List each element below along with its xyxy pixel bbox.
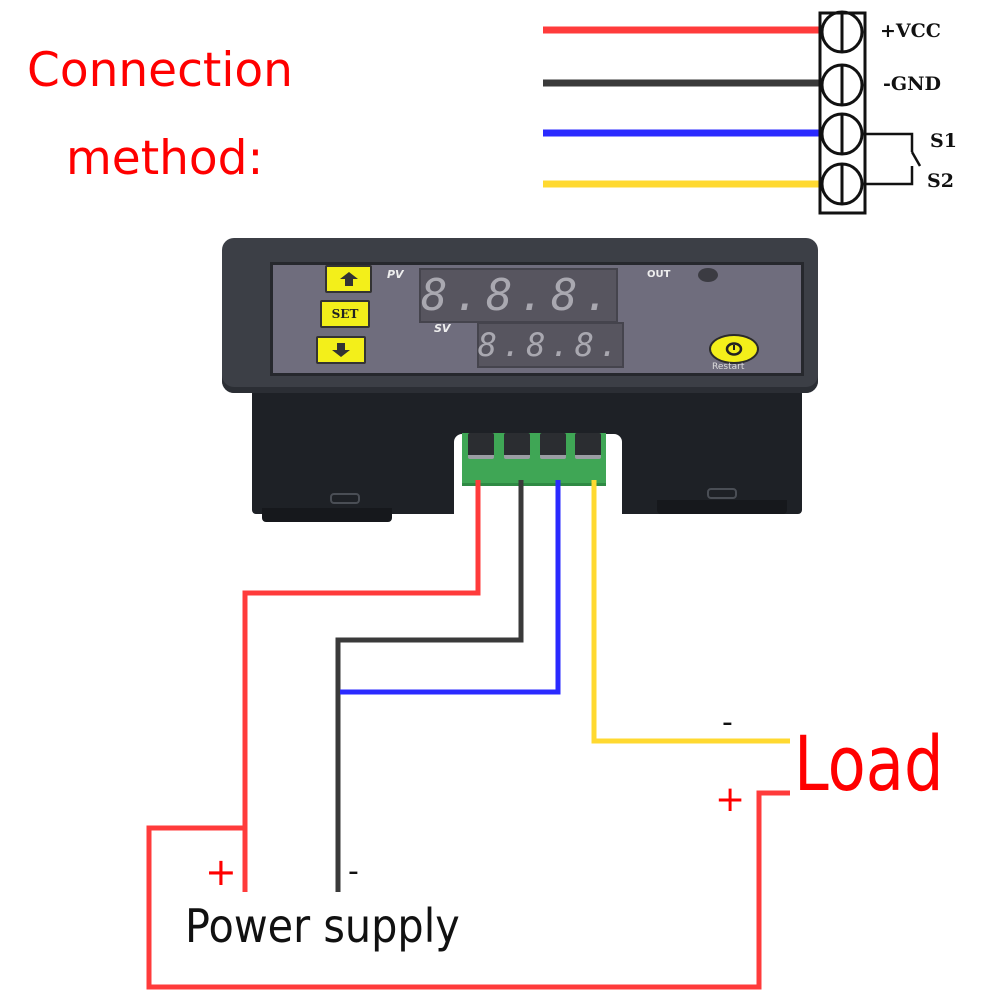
terminal-legend-diagram [543, 10, 922, 215]
housing-foot-right [657, 500, 787, 514]
terminal-label-s2: S2 [927, 170, 954, 192]
terminal-label-gnd: -GND [883, 73, 941, 95]
terminal-screw [540, 433, 566, 459]
blue-wire [340, 480, 561, 695]
out-label: OUT [647, 269, 671, 280]
load-label: Load [794, 719, 944, 808]
power-supply-label: Power supply [185, 899, 460, 953]
title-line-2: method: [66, 131, 264, 186]
red-wire-supply [242, 480, 481, 892]
title-line-1: Connection [27, 43, 293, 98]
power-plus-label: + [205, 850, 237, 894]
terminal-label-s1: S1 [930, 130, 957, 152]
up-button[interactable] [325, 265, 372, 293]
terminal-screw [468, 433, 494, 459]
black-wire [335, 480, 524, 892]
set-button[interactable]: SET [320, 300, 370, 328]
out-indicator-led [698, 268, 718, 282]
restart-label: Restart [712, 362, 745, 372]
down-button[interactable] [316, 336, 366, 364]
controller-device: SET PV SV OUT 8.8.8. 8.8.8. Restart [222, 238, 818, 528]
sv-display-value: 8.8.8. [477, 326, 624, 364]
load-plus-label: + [715, 779, 746, 820]
pv-display-value: 8.8.8. [421, 270, 616, 321]
power-minus-label: - [348, 854, 359, 889]
down-arrow-icon [332, 343, 350, 357]
switch-symbol-icon [862, 132, 922, 186]
screw-icon [820, 10, 864, 54]
set-button-label: SET [331, 307, 359, 321]
housing-foot-left [262, 508, 392, 522]
pv-display: 8.8.8. [419, 268, 618, 323]
load-minus-label: - [722, 705, 733, 740]
power-icon [725, 342, 743, 356]
red-wire-loop [146, 790, 790, 990]
up-arrow-icon [339, 272, 358, 286]
screw-icon [820, 63, 864, 107]
terminal-label-vcc: +VCC [880, 20, 941, 42]
housing-slot-left [330, 493, 360, 504]
terminal-block [462, 433, 606, 486]
housing-slot-right [707, 488, 737, 499]
pv-label: PV [387, 268, 404, 281]
terminal-screw [575, 433, 601, 459]
yellow-wire [591, 480, 790, 744]
restart-button[interactable] [709, 334, 759, 364]
sv-label: SV [434, 322, 451, 335]
sv-display: 8.8.8. [477, 322, 624, 368]
terminal-screw [504, 433, 530, 459]
